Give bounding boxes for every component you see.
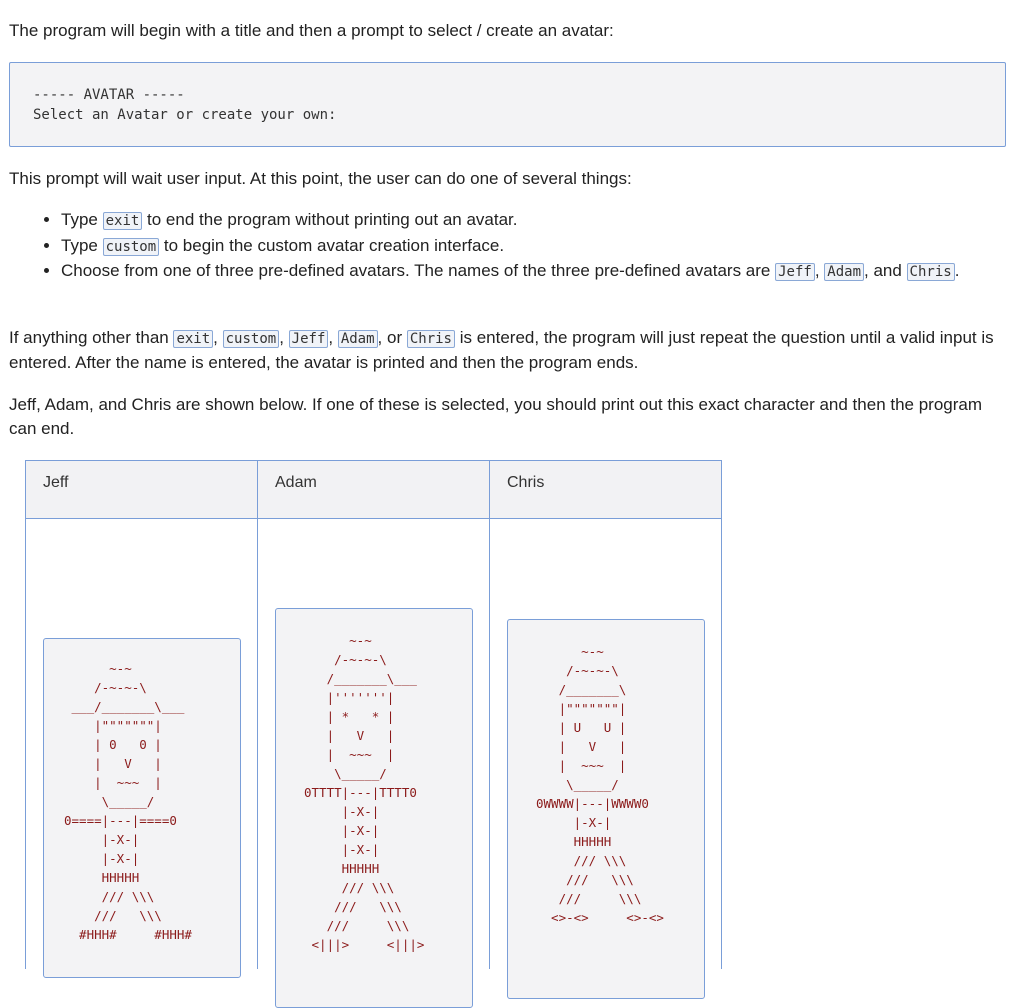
code-chris: Chris (406, 330, 455, 348)
cell-jeff: ~-~ /-~-~-\ ___/_______\___ |"""""""| | … (25, 518, 258, 978)
jeff-ascii-art: ~-~ /-~-~-\ ___/_______\___ |"""""""| | … (64, 661, 192, 942)
wait-paragraph: This prompt will wait user input. At thi… (9, 169, 632, 188)
list-item: Choose from one of three pre-defined ava… (61, 259, 999, 285)
adam-ascii-art: ~-~ /-~-~-\ /_______\___ |'''''''| | * *… (304, 633, 425, 952)
list-item: Type custom to begin the custom avatar c… (61, 234, 999, 260)
code-adam: Adam (824, 263, 864, 281)
code-adam: Adam (337, 330, 378, 348)
adam-art-box: ~-~ /-~-~-\ /_______\___ |'''''''| | * *… (275, 608, 473, 1008)
cell-adam: ~-~ /-~-~-\ /_______\___ |'''''''| | * *… (257, 518, 490, 1008)
code-jeff: Jeff (288, 330, 329, 348)
cell-chris: ~-~ /-~-~-\ /_______\ |"""""""| | U U | … (489, 518, 722, 999)
code-jeff: Jeff (775, 263, 815, 281)
avatar-prompt-code-block: ----- AVATAR ----- Select an Avatar or c… (9, 62, 1006, 147)
code-custom: custom (102, 237, 160, 256)
intro-paragraph: The program will begin with a title and … (9, 21, 614, 40)
code-exit: exit (102, 212, 143, 230)
chris-art-box: ~-~ /-~-~-\ /_______\ |"""""""| | U U | … (507, 619, 705, 999)
code-exit: exit (173, 330, 214, 348)
header-adam: Adam (257, 460, 490, 519)
document-page: The program will begin with a title and … (0, 0, 1024, 960)
list-item: Type exit to end the program without pri… (61, 208, 999, 234)
header-chris: Chris (489, 460, 722, 519)
chris-ascii-art: ~-~ /-~-~-\ /_______\ |"""""""| | U U | … (536, 644, 664, 925)
code-chris: Chris (906, 263, 955, 281)
avatars-table: Jeff Adam Chris ~-~ /-~-~-\ ___/_______\… (25, 460, 722, 1008)
options-list: Type exit to end the program without pri… (9, 208, 999, 285)
invalid-input-paragraph: If anything other than exit, custom, Jef… (9, 328, 994, 372)
avatars-shown-paragraph: Jeff, Adam, and Chris are shown below. I… (9, 395, 983, 438)
code-custom: custom (222, 330, 280, 348)
header-jeff: Jeff (25, 460, 258, 519)
jeff-art-box: ~-~ /-~-~-\ ___/_______\___ |"""""""| | … (43, 638, 241, 978)
